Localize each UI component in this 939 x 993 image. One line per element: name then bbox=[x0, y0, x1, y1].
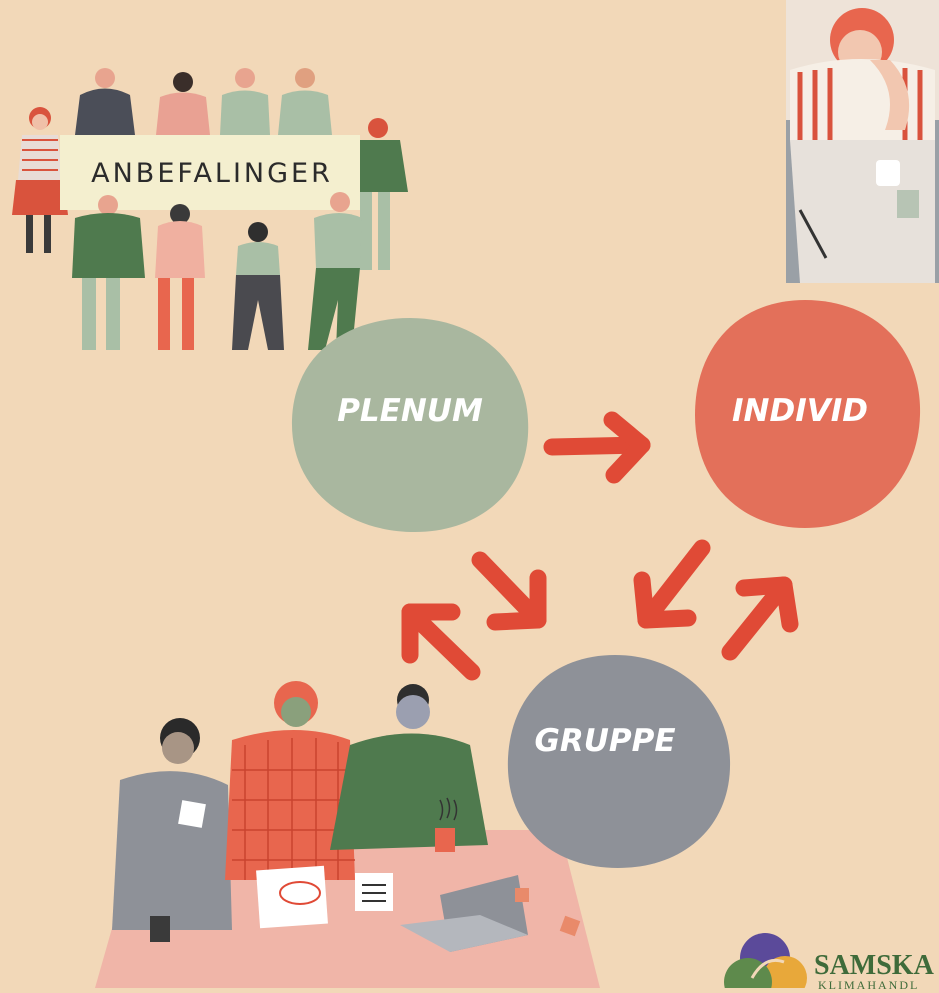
arrow-plenum-to-gruppe bbox=[471, 551, 547, 631]
individ-node-shape bbox=[695, 300, 921, 528]
plenum-node-shape bbox=[291, 318, 529, 532]
banner-crowd-illustration bbox=[12, 68, 408, 350]
gruppe-node-label: GRUPPE bbox=[534, 723, 676, 759]
plenum-node-label: PLENUM bbox=[337, 393, 483, 429]
arrow-individ-to-gruppe bbox=[633, 539, 711, 629]
arrow-gruppe-to-individ bbox=[721, 576, 799, 661]
individ-node-label: INDIVID bbox=[731, 393, 868, 429]
arrow-gruppe-to-plenum bbox=[401, 603, 481, 681]
banner-label: ANBEFALINGER bbox=[91, 157, 333, 189]
logo-mark bbox=[724, 933, 807, 988]
gruppe-node-shape bbox=[507, 655, 731, 868]
arrow-plenum-to-individ bbox=[543, 411, 651, 484]
individual-thinking-illustration bbox=[786, 0, 939, 283]
logo-name: SAMSKA bbox=[814, 950, 934, 981]
group-work-illustration bbox=[95, 681, 600, 988]
logo-subtitle: KLIMAHANDL bbox=[818, 978, 920, 992]
